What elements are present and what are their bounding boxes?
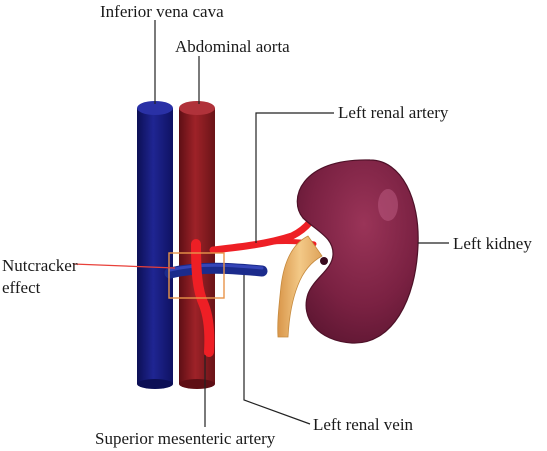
label-inferior-vena-cava: Inferior vena cava <box>100 2 224 21</box>
label-abdominal-aorta: Abdominal aorta <box>175 37 290 56</box>
label-left-renal-vein: Left renal vein <box>313 415 414 434</box>
inferior-vena-cava <box>137 101 173 389</box>
superior-mesenteric-artery <box>191 239 215 357</box>
left-kidney <box>296 159 419 344</box>
label-nutcracker-effect: effect <box>2 278 41 297</box>
label-superior-mesenteric-artery: Superior mesenteric artery <box>95 429 276 448</box>
label-nutcracker: Nutcracker <box>2 256 78 275</box>
leader-left-renal-artery <box>255 112 334 243</box>
leader-left-renal-vein <box>243 275 311 425</box>
nutcracker-pointer-line <box>72 263 176 269</box>
label-left-kidney: Left kidney <box>453 234 532 253</box>
left-ureter <box>277 235 323 338</box>
label-left-renal-artery: Left renal artery <box>338 103 449 122</box>
left-renal-vein <box>164 262 268 279</box>
nutcracker-region-box <box>168 252 225 299</box>
leader-lines <box>154 20 449 427</box>
